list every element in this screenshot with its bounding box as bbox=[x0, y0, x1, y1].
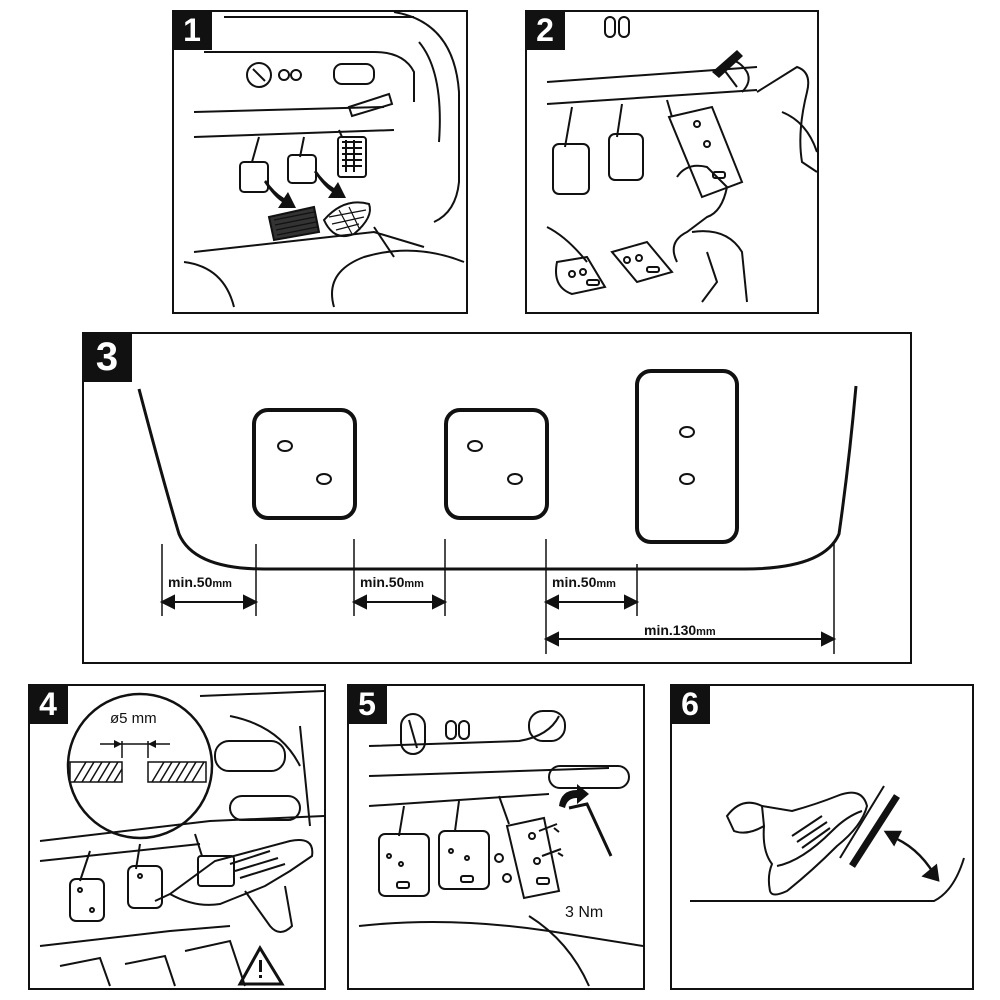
pedal-clearance-check-illustration bbox=[690, 785, 965, 902]
step-5-badge: 5 bbox=[347, 684, 387, 724]
step-6-panel: 6 bbox=[670, 684, 974, 990]
step-4-badge: 4 bbox=[28, 684, 68, 724]
hex-key-icon bbox=[568, 802, 613, 857]
magnifier-drill-diameter bbox=[66, 692, 214, 840]
dimension-label-clutch-brake: min.50mm bbox=[360, 574, 424, 590]
drilling-illustration bbox=[39, 690, 324, 987]
marker-pen-icon bbox=[712, 50, 743, 78]
fastening-illustration bbox=[358, 710, 643, 987]
accelerator-pedal-pad bbox=[849, 794, 900, 868]
double-arrow-icon bbox=[883, 830, 940, 882]
drill-diameter-label: ø5 mm bbox=[110, 710, 157, 727]
step-4-panel: 4 bbox=[28, 684, 326, 990]
step-5-panel: 5 3 N bbox=[347, 684, 645, 990]
step-3-badge: 3 bbox=[82, 332, 132, 382]
step-1-panel: 1 bbox=[172, 10, 468, 314]
dimension-label-accelerator-width: min.130mm bbox=[644, 622, 716, 638]
dimension-label-clutch-edge: min.50mm bbox=[168, 574, 232, 590]
rotation-arrow-icon bbox=[559, 784, 589, 808]
arrow-icon bbox=[264, 170, 346, 208]
pedal-spacing-diagram bbox=[137, 369, 858, 654]
step-1-badge: 1 bbox=[172, 10, 212, 50]
warning-triangle-icon bbox=[237, 945, 285, 986]
pedal-removal-illustration bbox=[183, 12, 465, 308]
dimension-label-brake-accelerator: min.50mm bbox=[552, 574, 616, 590]
step-6-badge: 6 bbox=[670, 684, 710, 724]
screws-icon bbox=[538, 823, 564, 857]
brake-pedal-pad bbox=[444, 408, 549, 520]
step-2-badge: 2 bbox=[525, 10, 565, 50]
step-3-panel: 3 bbox=[82, 332, 912, 664]
clutch-pedal-pad bbox=[252, 408, 357, 520]
hatched-plate-sections bbox=[69, 741, 207, 783]
step-2-panel: 2 bbox=[525, 10, 819, 314]
accelerator-pedal-pad bbox=[635, 369, 739, 544]
marking-holes-illustration bbox=[546, 16, 817, 303]
drill-icon bbox=[154, 839, 314, 933]
torque-label: 3 Nm bbox=[565, 904, 604, 921]
